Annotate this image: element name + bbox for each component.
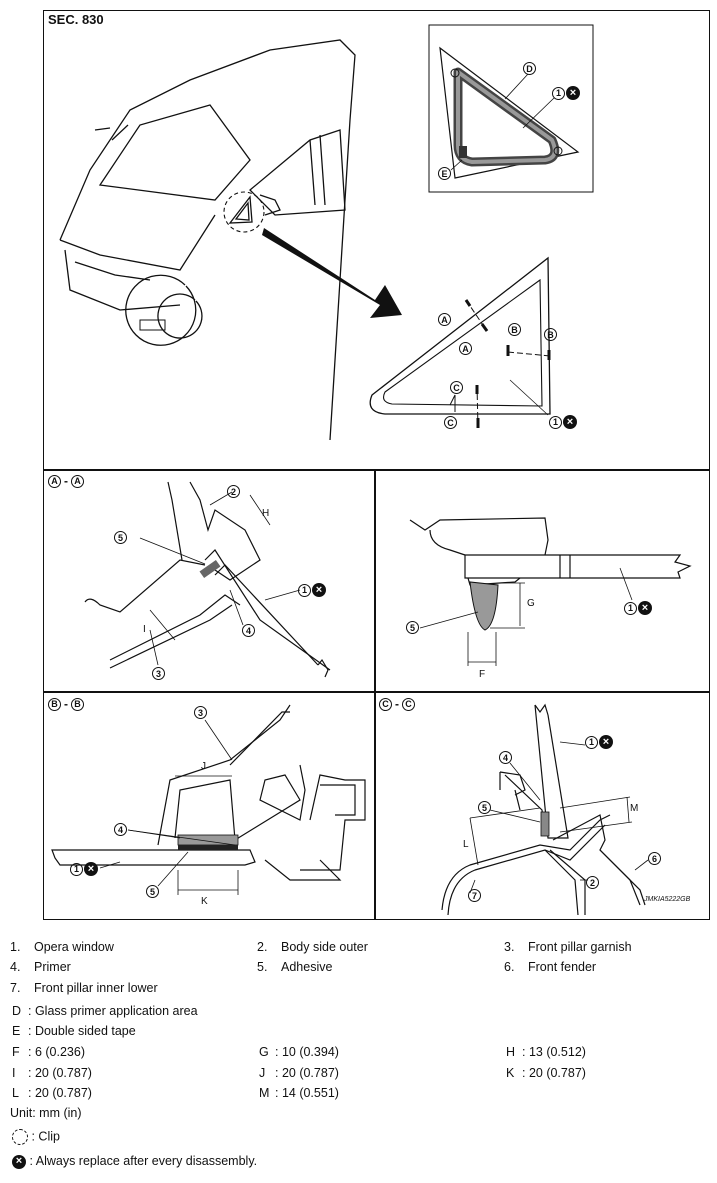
section-cc-label: C-C (379, 697, 415, 711)
legend-dim-j: J: 20 (0.787) (259, 1066, 339, 1080)
legend-part-5: 5.Adhesive (257, 960, 333, 974)
vehicle-illustration (59, 39, 402, 441)
divider-vertical (374, 469, 376, 920)
legend-unit: Unit: mm (in) (10, 1106, 82, 1120)
legend-part-7: 7.Front pillar inner lower (10, 981, 158, 995)
figure-code: JMKIA5222GB (644, 896, 691, 903)
callout-opera-window-main: 1× (549, 415, 577, 429)
callout-cc-7: 7 (468, 889, 481, 902)
callout-section-c-top: C (450, 381, 463, 394)
callout-cc-5: 5 (478, 801, 491, 814)
legend-dim-l: L: 20 (0.787) (12, 1086, 92, 1100)
legend-clip: : Clip (12, 1129, 60, 1145)
window-outer-view (369, 256, 551, 429)
legend-dim-f: F: 6 (0.236) (12, 1045, 85, 1059)
section-bb-label: B-B (48, 697, 84, 711)
callout-detail-5: 5 (406, 621, 419, 634)
callout-aa-5: 5 (114, 531, 127, 544)
callout-section-a-bottom: A (459, 342, 472, 355)
dim-g: G (527, 598, 535, 609)
replace-icon: × (312, 583, 326, 597)
window-inner-view (428, 24, 594, 193)
callout-cc-2: 2 (586, 876, 599, 889)
callout-detail-1: 1× (624, 601, 652, 615)
dim-m: M (630, 803, 639, 814)
dim-k: K (201, 896, 208, 907)
callout-bb-3: 3 (194, 706, 207, 719)
divider-top (43, 469, 710, 471)
legend-dim-i: I: 20 (0.787) (12, 1066, 92, 1080)
replace-icon: × (563, 415, 577, 429)
legend-dim-h: H: 13 (0.512) (506, 1045, 586, 1059)
legend-dim-m: M: 14 (0.551) (259, 1086, 339, 1100)
callout-cc-6: 6 (648, 852, 661, 865)
replace-icon: × (12, 1154, 26, 1169)
callout-bb-5: 5 (146, 885, 159, 898)
callout-section-b-right: B (544, 328, 557, 341)
callout-section-b-left: B (508, 323, 521, 336)
section-label: SEC. 830 (48, 12, 104, 27)
callout-aa-1: 1× (298, 583, 326, 597)
legend-part-3: 3.Front pillar garnish (504, 940, 632, 954)
replace-icon: × (84, 862, 98, 876)
dim-i: I (143, 624, 146, 635)
legend-replace: × : Always replace after every disassemb… (12, 1154, 257, 1169)
diagram-frame (43, 10, 710, 920)
callout-cc-1: 1× (585, 735, 613, 749)
callout-opera-window-inset: 1× (552, 86, 580, 100)
callout-bb-1: 1× (70, 862, 98, 876)
callout-section-c-bottom: C (444, 416, 457, 429)
replace-icon: × (638, 601, 652, 615)
callout-e: E (438, 167, 451, 180)
legend-dim-g: G: 10 (0.394) (259, 1045, 339, 1059)
callout-aa-4: 4 (242, 624, 255, 637)
dim-h: H (262, 508, 270, 519)
legend-part-6: 6.Front fender (504, 960, 597, 974)
callout-section-a-top: A (438, 313, 451, 326)
dim-l: L (463, 839, 469, 850)
legend-part-2: 2.Body side outer (257, 940, 368, 954)
callout-d: D (523, 62, 536, 75)
replace-icon: × (599, 735, 613, 749)
callout-bb-4: 4 (114, 823, 127, 836)
dim-f: F (479, 669, 486, 680)
callout-cc-4: 4 (499, 751, 512, 764)
legend-part-4: 4.Primer (10, 960, 71, 974)
callout-aa-2: 2 (227, 485, 240, 498)
legend-letter-e: E: Double sided tape (12, 1024, 136, 1038)
legend-part-1: 1.Opera window (10, 940, 114, 954)
section-aa-label: A-A (48, 474, 84, 488)
legend-dim-k: K: 20 (0.787) (506, 1066, 586, 1080)
replace-icon: × (566, 86, 580, 100)
clip-icon (12, 1129, 28, 1145)
divider-middle (43, 691, 710, 693)
dim-j: J (201, 761, 206, 772)
callout-aa-3: 3 (152, 667, 165, 680)
legend-letter-d: D: Glass primer application area (12, 1004, 198, 1018)
